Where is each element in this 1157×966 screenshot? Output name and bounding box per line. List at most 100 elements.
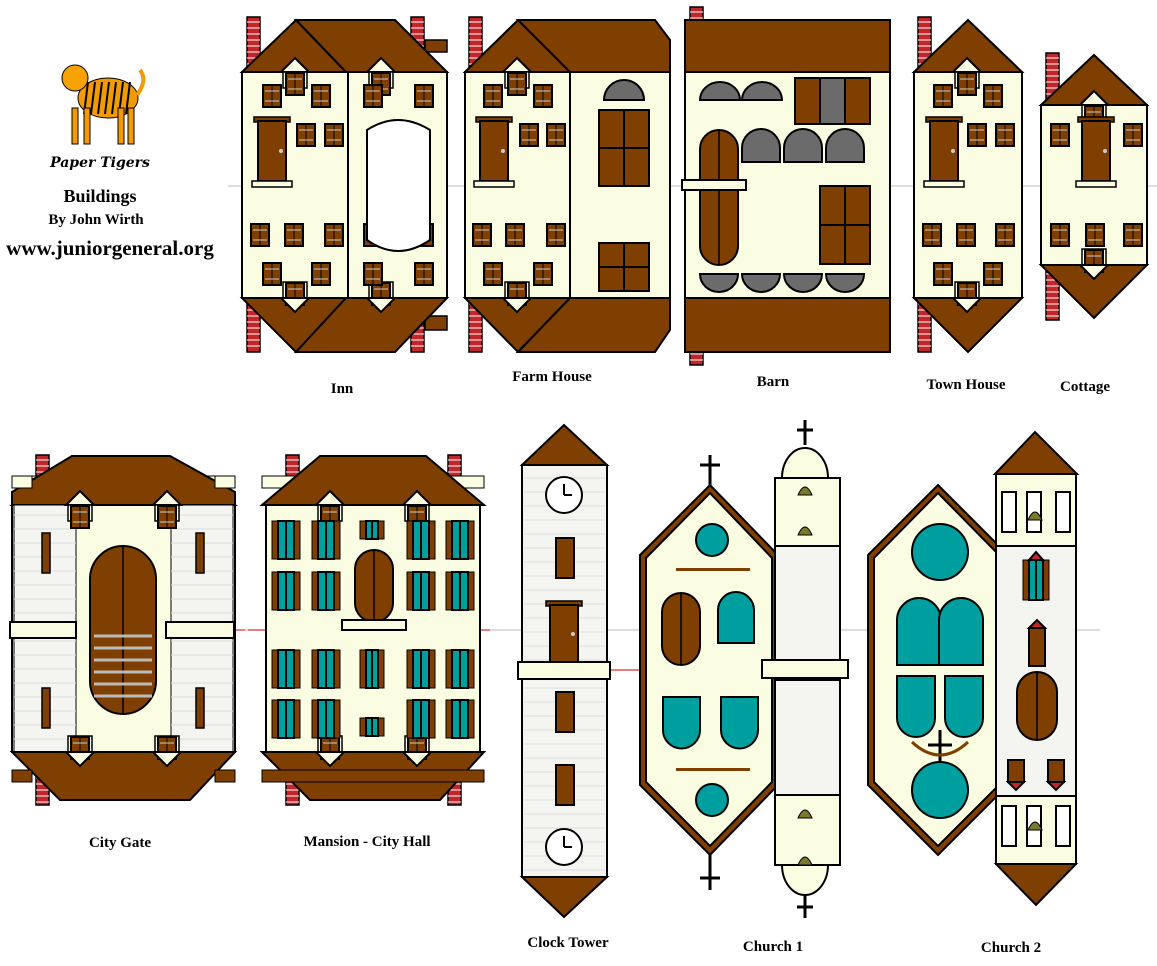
window-pediment: [1026, 550, 1046, 561]
door-step: [251, 180, 293, 188]
hayloft-arch: [602, 79, 646, 101]
archway: [366, 119, 431, 252]
door-knob: [279, 149, 283, 153]
church-2: [867, 430, 1080, 907]
ledge: [676, 768, 750, 771]
bell-icon: [797, 526, 813, 536]
door-step: [341, 619, 407, 631]
ledge: [676, 568, 750, 571]
dormer-gable: [364, 297, 398, 314]
barn: [681, 6, 891, 366]
tower-window: [1028, 627, 1046, 667]
bridge-ledge: [165, 621, 235, 639]
bell-icon: [797, 486, 813, 496]
ornament: [910, 740, 970, 757]
arrow-slit: [195, 687, 205, 729]
ledge: [517, 661, 611, 680]
eave: [11, 475, 33, 489]
door-knob: [501, 149, 505, 153]
tiger-leg: [117, 107, 125, 145]
ledge: [761, 659, 849, 679]
rose-window: [911, 523, 969, 581]
dormer-gable: [400, 751, 434, 768]
stone-arch: [825, 128, 865, 163]
roof-right: [515, 19, 671, 73]
tower-window: [555, 691, 575, 733]
tower-wall: [774, 679, 841, 796]
tower-window: [1047, 759, 1065, 783]
tiger-leg: [127, 107, 135, 145]
mansion-city-hall: [259, 454, 487, 806]
window-pediment: [1026, 618, 1048, 629]
website-link[interactable]: www.juniorgeneral.org: [6, 236, 214, 260]
rose-window: [911, 761, 969, 819]
stone-arch-bottom: [698, 273, 740, 293]
tiger-stripe: [111, 81, 117, 115]
tiger-tail: [135, 68, 146, 97]
bell-dome: [780, 447, 830, 479]
belfry-opening: [1001, 805, 1017, 847]
arrow-slit: [41, 532, 51, 574]
dormer-gable: [500, 297, 534, 314]
dormer-gable: [63, 751, 97, 768]
clock-tower: [517, 423, 611, 919]
bell-icon: [1027, 511, 1043, 521]
stone-arch-bottom: [782, 273, 824, 293]
dormer-gable: [1077, 264, 1111, 281]
window-sill: [1045, 781, 1067, 792]
door: [1081, 120, 1111, 182]
cottage: [1038, 52, 1150, 321]
inn: [239, 16, 450, 354]
loft-door: [844, 77, 871, 125]
door-step: [473, 180, 515, 188]
stone-arch: [741, 128, 781, 163]
tiger-stripe: [97, 81, 103, 115]
label-church-1: Church 1: [742, 939, 804, 955]
arrow-slit: [41, 687, 51, 729]
arched-window: [896, 675, 936, 738]
label-church-2: Church 2: [980, 940, 1042, 956]
rose-window: [695, 523, 729, 557]
dormer-gable: [150, 751, 184, 768]
tower-roof: [992, 430, 1080, 475]
page-title: Buildings: [63, 186, 137, 206]
tiger-stripe: [125, 81, 131, 115]
tower-wall: [774, 545, 841, 661]
belfry-opening: [1055, 805, 1071, 847]
door-step: [1075, 180, 1117, 188]
tower-window: [1007, 759, 1025, 783]
label-inn: Inn: [330, 381, 354, 397]
stone-arch-bottom: [740, 273, 782, 293]
tower-window: [555, 764, 575, 806]
logo-text: Paper Tigers: [50, 155, 150, 171]
tiger-stripe: [104, 81, 110, 115]
roof-top: [684, 19, 891, 73]
loft-door: [794, 77, 821, 125]
dormer-gable: [278, 297, 312, 314]
label-town-house: Town House: [926, 377, 1006, 393]
nave-wall: [645, 491, 773, 848]
tiger-leg: [83, 107, 91, 145]
roof-bottom-right: [515, 297, 671, 353]
chimney-cap: [424, 315, 448, 331]
town-house: [911, 16, 1025, 354]
door-knob: [571, 632, 575, 636]
author: By John Wirth: [48, 212, 144, 228]
window-sill: [1005, 781, 1027, 792]
arrow-slit: [195, 532, 205, 574]
arched-window: [720, 696, 759, 750]
church-1: [639, 420, 849, 918]
stone-arch: [740, 81, 784, 101]
tiger-stripe: [90, 81, 96, 115]
arched-window: [944, 675, 984, 738]
roof-bottom: [519, 876, 610, 919]
door-step: [923, 180, 965, 188]
eave: [11, 769, 33, 783]
tiger-logo-icon: [61, 64, 146, 145]
label-city-gate: City Gate: [88, 835, 152, 851]
dormer-gable: [950, 297, 984, 314]
dormer-gable: [313, 751, 347, 768]
roof-top: [519, 423, 610, 466]
stone-arch: [698, 81, 742, 101]
